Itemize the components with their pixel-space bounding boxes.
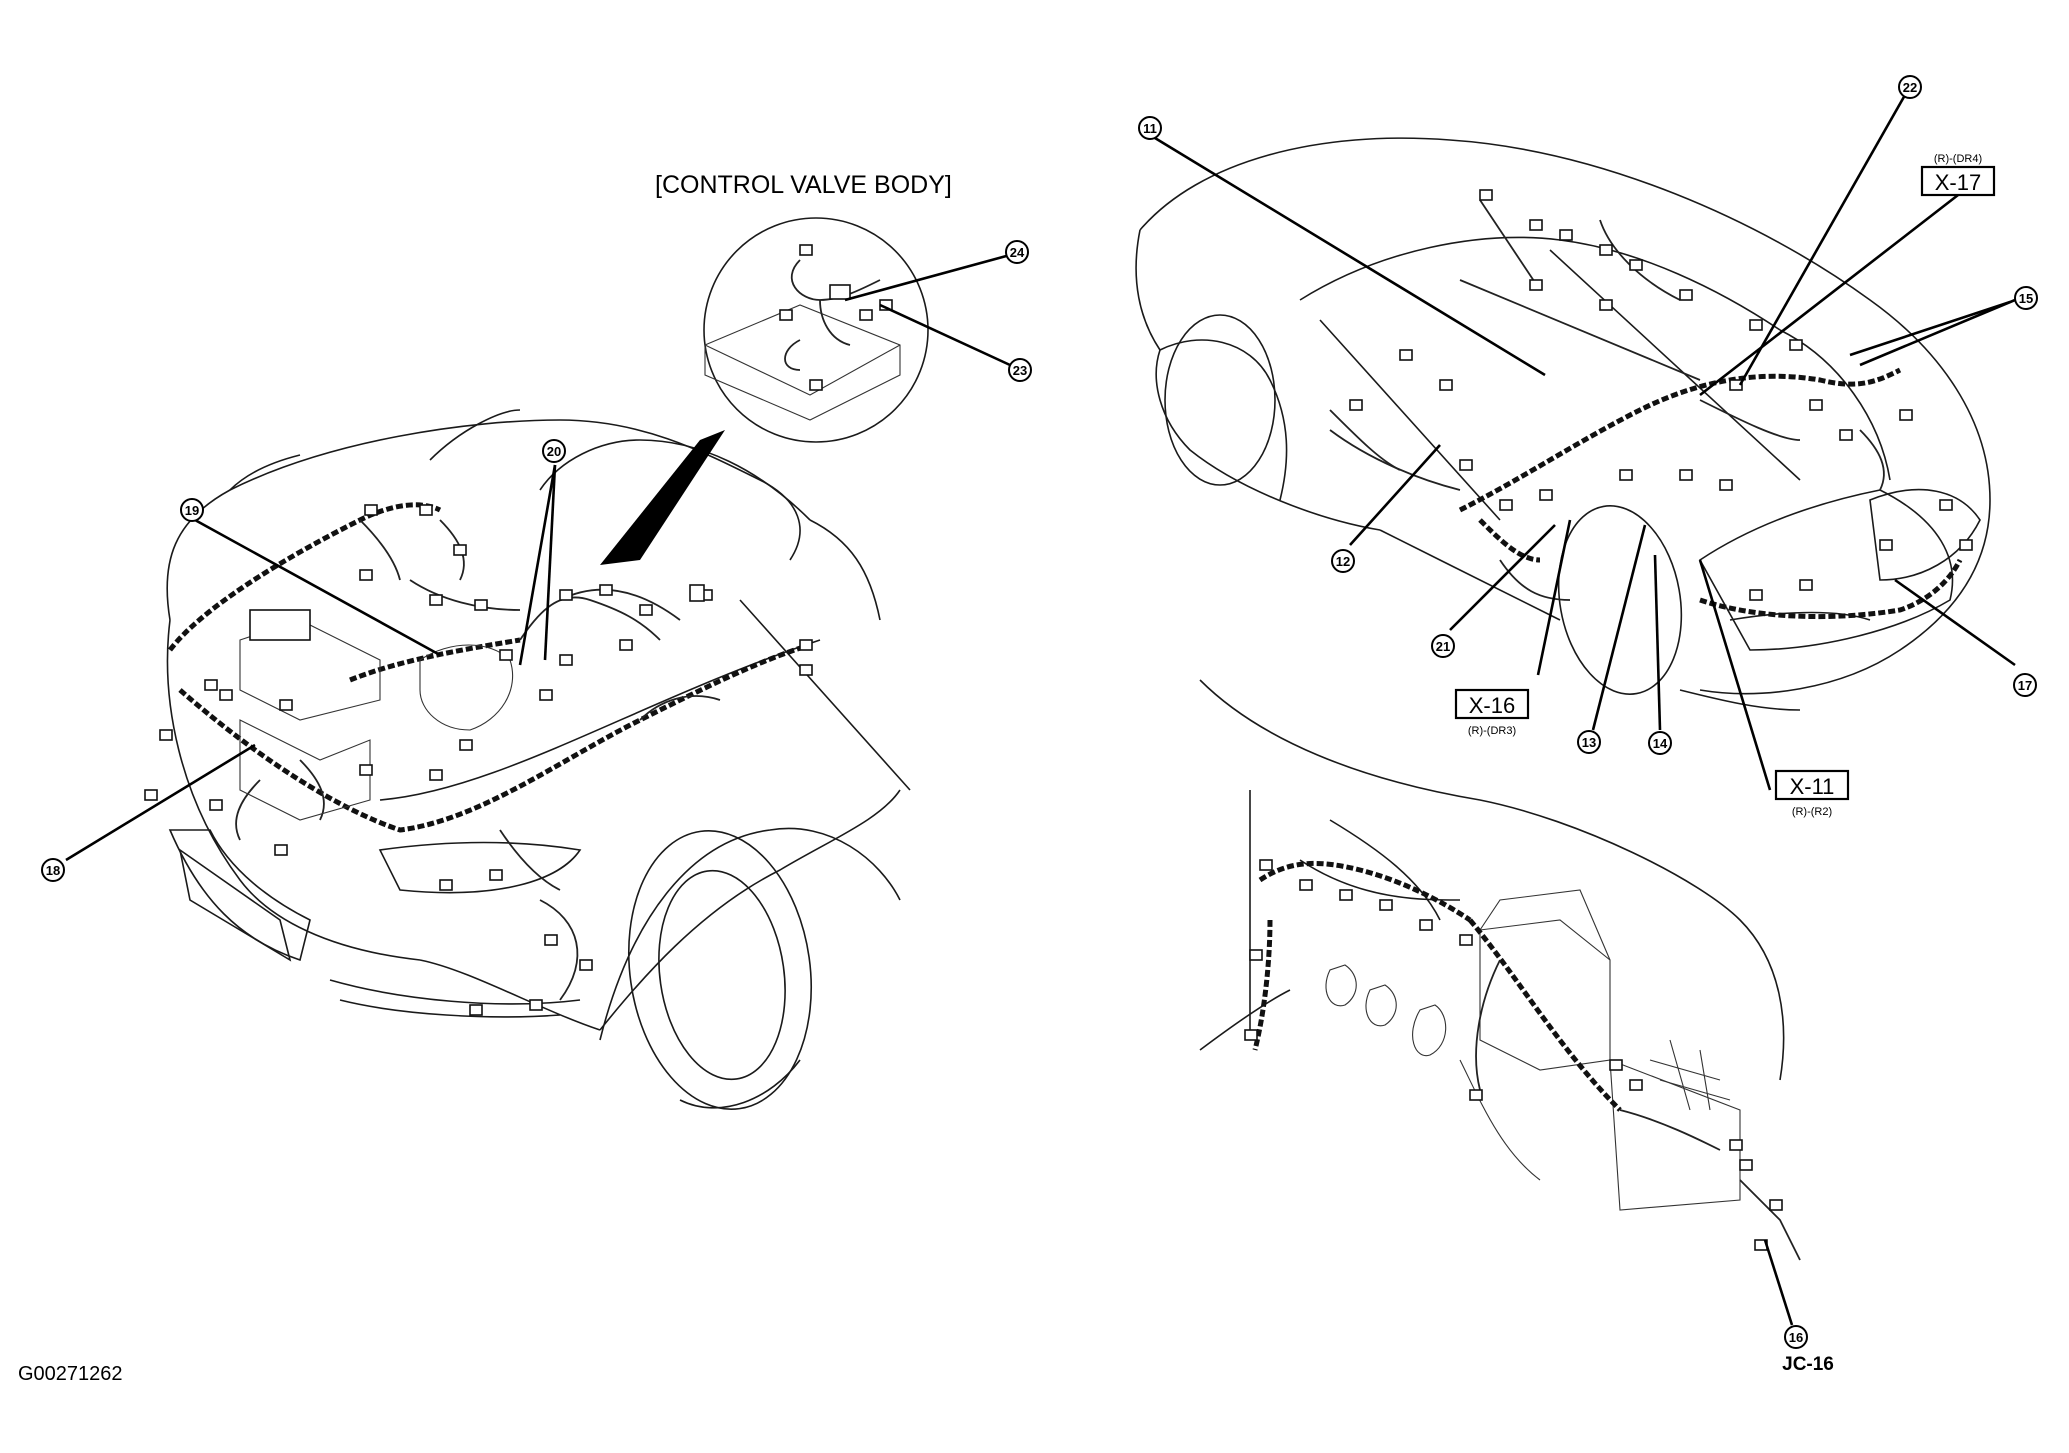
callout-15: 15	[2014, 286, 2038, 310]
svg-text:(R)-(R2): (R)-(R2)	[1792, 806, 1832, 818]
zoom-pointer	[600, 430, 725, 565]
callout-16: 16	[1784, 1325, 1808, 1349]
callout-13: 13	[1577, 730, 1601, 754]
callout-19: 19	[180, 498, 204, 522]
callout-18: 18	[41, 858, 65, 882]
inset-title: [CONTROL VALVE BODY]	[655, 171, 952, 199]
callout-12: 12	[1331, 549, 1355, 573]
svg-text:24: 24	[1010, 245, 1025, 260]
callout-11: 11	[1138, 116, 1162, 140]
callout-14: 14	[1648, 731, 1672, 755]
svg-text:11: 11	[1143, 121, 1157, 136]
svg-text:(R)-(DR3): (R)-(DR3)	[1468, 725, 1516, 737]
rear-body-view	[1135, 137, 1991, 711]
callout-21: 21	[1431, 634, 1455, 658]
svg-text:23: 23	[1013, 363, 1027, 378]
svg-text:13: 13	[1582, 735, 1596, 750]
connector-box-x16: X-16 (R)-(DR3)	[1454, 688, 1530, 737]
callout-leaders	[65, 94, 2016, 1326]
jc-label: JC-16	[1782, 1354, 1834, 1375]
svg-text:20: 20	[547, 444, 561, 459]
svg-text:14: 14	[1653, 736, 1668, 751]
rear-connectors	[1349, 189, 1973, 601]
callout-20: 20	[542, 439, 566, 463]
front-engine-bay-view	[144, 409, 911, 1111]
dash-connectors	[1244, 859, 1783, 1251]
figure-id: G00271262	[18, 1363, 123, 1385]
callout-24: 24	[1005, 240, 1029, 264]
svg-text:21: 21	[1436, 639, 1450, 654]
svg-text:12: 12	[1336, 554, 1350, 569]
connector-box-x17: (R)-(DR4) X-17	[1920, 153, 1996, 197]
dashboard-view	[1199, 679, 1801, 1261]
control-valve-body-inset: [CONTROL VALVE BODY]	[655, 171, 952, 443]
svg-text:X-16: X-16	[1469, 693, 1515, 718]
svg-text:15: 15	[2019, 291, 2033, 306]
svg-text:18: 18	[46, 863, 60, 878]
svg-text:19: 19	[185, 503, 199, 518]
front-connectors	[144, 504, 813, 1016]
svg-text:(R)-(DR4): (R)-(DR4)	[1934, 153, 1982, 165]
callout-22: 22	[1898, 75, 1922, 99]
callout-23: 23	[1008, 358, 1032, 382]
svg-text:X-11: X-11	[1790, 774, 1835, 799]
svg-text:22: 22	[1903, 80, 1917, 95]
callout-17: 17	[2013, 673, 2037, 697]
connector-box-x11: X-11 (R)-(R2)	[1774, 769, 1850, 818]
svg-text:17: 17	[2018, 678, 2032, 693]
svg-text:16: 16	[1789, 1330, 1803, 1345]
svg-text:X-17: X-17	[1935, 170, 1981, 195]
